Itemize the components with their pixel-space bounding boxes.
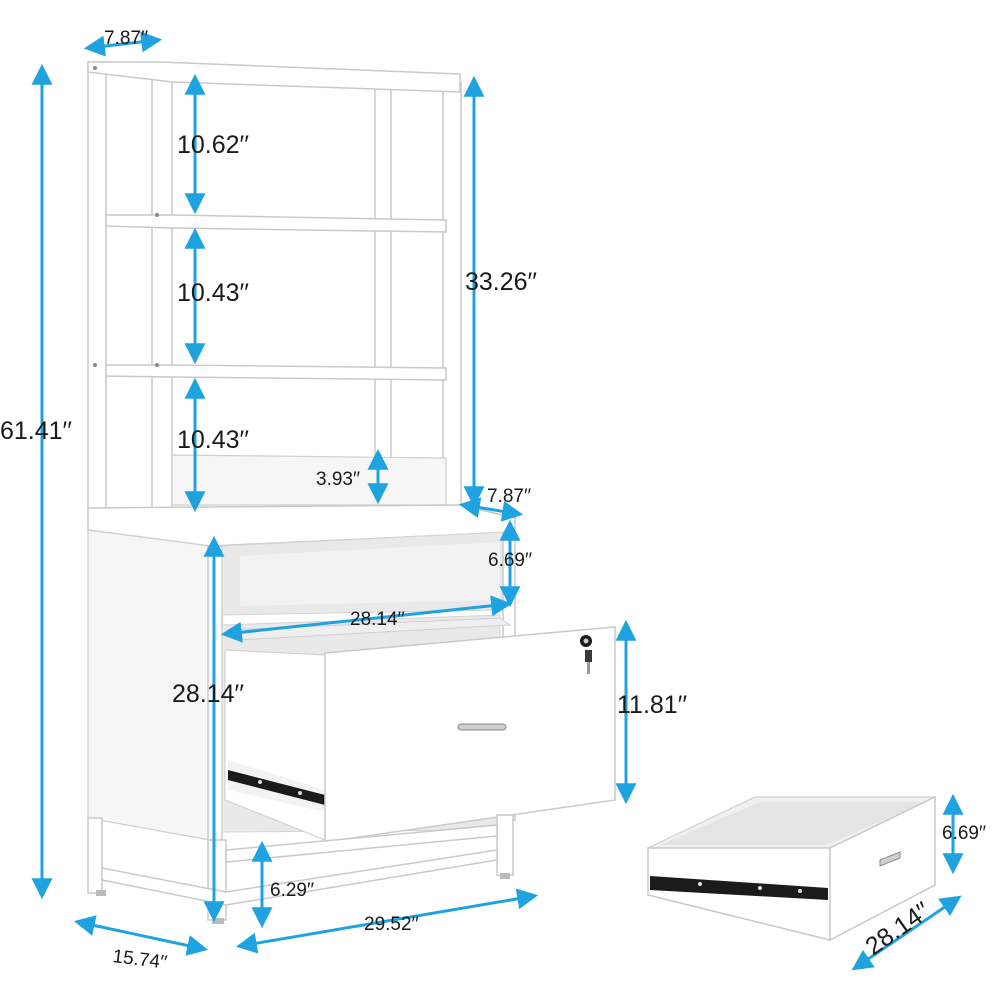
label-shelf2: 10.43′′ (177, 279, 249, 307)
label-top-depth: 7.87′′ (104, 28, 149, 49)
label-cabinet-height: 28.14′′ (172, 680, 244, 708)
label-loose-drawer-height: 6.69′′ (942, 823, 987, 844)
label-shelf3: 10.43′′ (177, 426, 249, 454)
label-depth: 15.74′′ (111, 946, 168, 974)
arrow-top-depth (83, 31, 163, 57)
label-total-height: 61.41′′ (0, 417, 72, 445)
lock-icon (580, 635, 592, 647)
label-shelf1: 10.62′′ (177, 131, 249, 159)
label-hutch-depth: 7.87′′ (487, 486, 532, 507)
arrow-loose-drawer-width (851, 895, 962, 971)
label-hutch-height: 33.26′′ (465, 268, 537, 296)
bookshelf-hutch (87, 61, 462, 521)
arrow-width (235, 888, 539, 954)
label-drawer-inner-width: 28.14′′ (350, 609, 405, 630)
arrow-drawer-inner-width (220, 595, 513, 643)
label-width: 29.52′′ (364, 914, 419, 935)
key-icon (585, 650, 592, 674)
label-bottom-clearance: 6.29′′ (270, 880, 315, 901)
arrow-depth (73, 915, 209, 956)
label-open-cubby: 6.69′′ (488, 550, 533, 571)
dimension-arrows (31, 31, 964, 971)
arrow-hutch-depth (458, 497, 524, 522)
label-drawer-front: 11.81′′ (617, 691, 687, 719)
label-back-panel: 3.93′′ (316, 469, 361, 490)
removed-drawer (647, 795, 936, 942)
file-cabinet (87, 504, 616, 924)
